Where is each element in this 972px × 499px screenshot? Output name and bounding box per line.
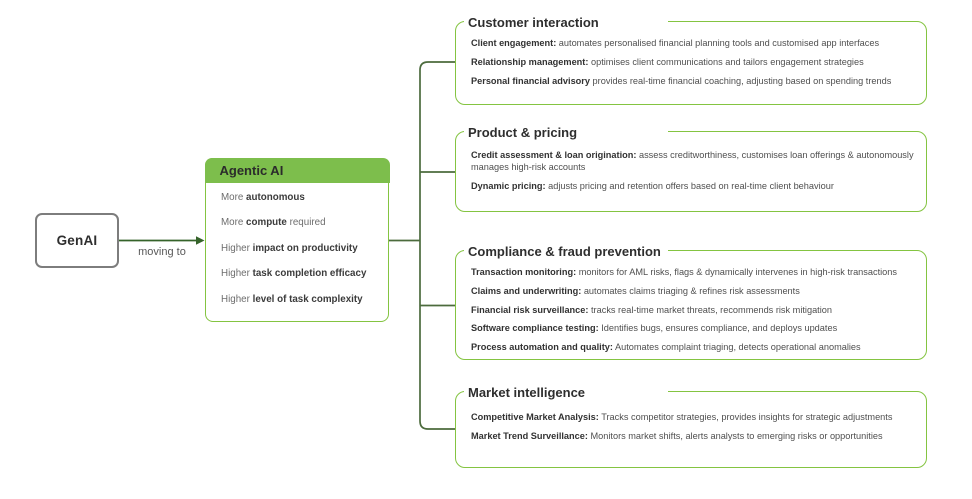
agentic-ai-items: More autonomous More compute required Hi… bbox=[206, 183, 388, 305]
agentic-ai-title: Agentic AI bbox=[219, 162, 284, 178]
bullet-item: Personal financial advisory provides rea… bbox=[471, 75, 892, 86]
section-items: Credit assessment & loan origination: as… bbox=[456, 132, 926, 193]
section-title: Product & pricing bbox=[464, 123, 668, 142]
agentic-item: Higher task completion efficacy bbox=[221, 268, 367, 279]
tree-trunk bbox=[419, 61, 455, 430]
agentic-item: Higher impact on productivity bbox=[221, 242, 358, 254]
section-market-intelligence: Market intelligence Competitive Market A… bbox=[455, 383, 927, 468]
section-items: Transaction monitoring: monitors for AML… bbox=[456, 251, 926, 354]
bullet-item: Dynamic pricing: adjusts pricing and ret… bbox=[471, 181, 834, 192]
agentic-item: More autonomous bbox=[221, 191, 305, 203]
bullet-item: Market Trend Surveillance: Monitors mark… bbox=[471, 430, 883, 441]
bullet-item: Financial risk surveillance: tracks real… bbox=[471, 304, 832, 315]
bullet-item: Transaction monitoring: monitors for AML… bbox=[471, 267, 897, 277]
bullet-item: Relationship management: optimises clien… bbox=[471, 56, 864, 67]
agentic-item: More compute required bbox=[221, 217, 326, 228]
bullet-item: Client engagement: automates personalise… bbox=[471, 38, 880, 48]
moving-to-label: moving to bbox=[138, 246, 186, 258]
agentic-item: Higher level of task complexity bbox=[221, 293, 363, 305]
genai-label: GenAI bbox=[56, 233, 98, 248]
agentic-ai-header: Agentic AI bbox=[204, 157, 390, 183]
section-title: Market intelligence bbox=[464, 383, 668, 402]
bullet-item: Claims and underwriting: automates claim… bbox=[471, 285, 800, 296]
bullet-item: Competitive Market Analysis: Tracks comp… bbox=[471, 412, 893, 422]
agentic-ai-node: Agentic AI More autonomous More compute … bbox=[204, 157, 390, 322]
section-title: Customer interaction bbox=[464, 13, 668, 32]
section-customer-interaction: Customer interaction Client engagement: … bbox=[455, 13, 927, 105]
section-items: Competitive Market Analysis: Tracks comp… bbox=[456, 392, 926, 442]
genai-node: GenAI bbox=[35, 213, 119, 268]
bullet-item: Software compliance testing: Identifies … bbox=[471, 323, 838, 334]
bullet-item: Process automation and quality: Automate… bbox=[471, 342, 861, 353]
section-compliance-fraud-prevention: Compliance & fraud prevention Transactio… bbox=[455, 242, 927, 360]
arrowhead-icon bbox=[196, 236, 205, 245]
section-product-pricing: Product & pricing Credit assessment & lo… bbox=[455, 123, 927, 212]
section-title: Compliance & fraud prevention bbox=[464, 242, 668, 261]
bullet-item: Credit assessment & loan origination: as… bbox=[471, 150, 914, 173]
section-items: Client engagement: automates personalise… bbox=[456, 22, 926, 87]
